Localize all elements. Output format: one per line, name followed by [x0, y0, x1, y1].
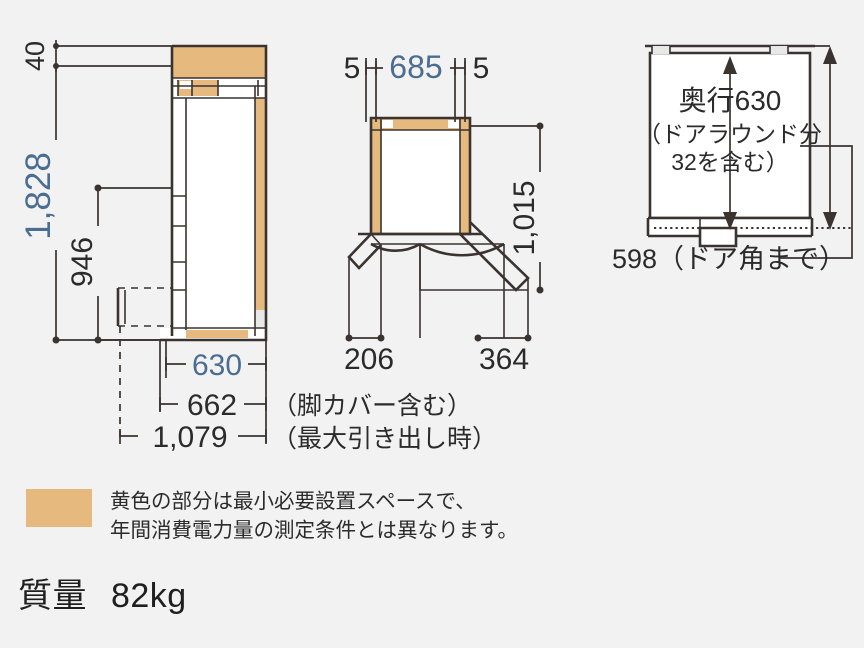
dim40-dot-top [53, 43, 59, 49]
width-extension-lines [365, 58, 466, 122]
door-arc-left [370, 242, 421, 252]
shelf-ticks [172, 195, 186, 291]
dim-clearance-left-label: 5 [344, 52, 361, 85]
top-view-group: 奥行630 （ドアラウンド分 32を含む） 598（ドア角まで） [612, 44, 853, 274]
side-strip-notch [255, 310, 266, 328]
mass-value: 82kg [110, 577, 187, 615]
mass-label: 質量 [18, 577, 87, 615]
dim630-label: 630 [192, 349, 242, 382]
install-space-side-strip [255, 86, 266, 336]
depth-note-line1: （ドアラウンド分 [638, 121, 822, 147]
cabinet-detail-verticals [177, 80, 259, 330]
dimension-40: 40 [20, 40, 172, 72]
swing-projection-lines [348, 244, 529, 338]
door-corner-tab-outline [698, 226, 738, 248]
dim1015-dot-bottom [536, 286, 544, 294]
top-detail-white-notch [180, 81, 192, 89]
dim1079-label: 1,079 [152, 421, 227, 454]
front-right-post [460, 118, 470, 234]
top-view-block-edges [651, 46, 789, 54]
dim-clearance-right-label: 5 [473, 52, 490, 85]
dimension-1079: 1,079 [119, 326, 267, 454]
outer-arrow-head-up [823, 46, 837, 64]
dim946-dot-top [94, 184, 102, 192]
dim364-dot-left [474, 334, 482, 342]
note-max-drawer: （最大引き出し時） [272, 425, 497, 453]
dim630-ticks [165, 357, 267, 371]
swing-reference-corner [419, 244, 528, 291]
dim206-dot-left [345, 334, 353, 342]
legend: 黄色の部分は最小必要設置スペースで、 年間消費電力量の測定条件とは異なります。 [26, 487, 518, 545]
note-leg-cover: （脚カバー含む） [272, 392, 472, 420]
dim364-label: 364 [479, 343, 529, 376]
front-top-notch-right [448, 120, 459, 128]
mass-row: 質量 82kg [18, 568, 187, 617]
front-top-band [371, 118, 470, 130]
dimension-662: 662 [159, 340, 267, 422]
front-cabinet-body [371, 118, 470, 234]
dim946-label: 946 [66, 237, 99, 287]
dim364-dot-right [524, 334, 532, 342]
outer-arrow-head-down [823, 212, 837, 230]
door-corner-leader [780, 145, 853, 259]
depth-main-label: 奥行630 [679, 85, 782, 116]
dimension-206: 206 [344, 334, 394, 376]
dim-685-label: 685 [389, 49, 442, 85]
width-ticks [365, 61, 466, 75]
dimension-1015: 1,015 [470, 122, 544, 294]
top-detail-white-block [220, 80, 258, 96]
cabinet-body [172, 86, 266, 336]
top-view-block-right [770, 46, 788, 54]
dim40-label: 40 [20, 41, 50, 71]
door-leaf-left-end [348, 256, 360, 269]
dim1828-label: 1,828 [19, 152, 58, 240]
dimension-946: 946 [66, 184, 172, 344]
dim206-label: 206 [344, 343, 394, 376]
door-leaf-right [459, 221, 530, 292]
legend-color-swatch [26, 489, 92, 527]
top-view-block-left [652, 46, 670, 54]
depth-arrow-head-down [723, 212, 737, 230]
side-view-group: 40 1,828 946 [19, 40, 497, 454]
dim40-extension-lines [56, 45, 172, 67]
dim206-dot-right [377, 334, 385, 342]
dimension-630: 630 [165, 340, 267, 382]
front-view-group: 5 685 5 1,015 206 [344, 49, 544, 376]
door-arc-right [419, 242, 505, 257]
dimension-1828: 1,828 [19, 66, 172, 344]
dim946-dot-bottom [94, 336, 102, 344]
dim662-ticks [159, 397, 267, 411]
dim1079-ticks [119, 429, 267, 443]
door-corner-tab [700, 228, 736, 246]
foot-plinth-tan [186, 330, 248, 338]
door-corner-label: 598（ドア角まで） [612, 244, 846, 274]
dim662-label: 662 [187, 389, 237, 422]
front-top-notch-left [382, 120, 393, 128]
depth-arrow-head-up [723, 56, 737, 74]
dimension-width-group: 5 685 5 [344, 49, 490, 122]
front-left-post [371, 118, 381, 234]
dim1015-label: 1,015 [508, 180, 541, 255]
dimension-364: 364 [474, 334, 532, 376]
legend-text: 黄色の部分は最小必要設置スペースで、 年間消費電力量の測定条件とは異なります。 [110, 490, 518, 543]
front-cabinet-inner-lines [371, 118, 470, 234]
cabinet-base-lines [160, 327, 266, 341]
depth-note-line2: 32を含む） [671, 149, 789, 175]
door-hinge-marks [370, 233, 471, 246]
